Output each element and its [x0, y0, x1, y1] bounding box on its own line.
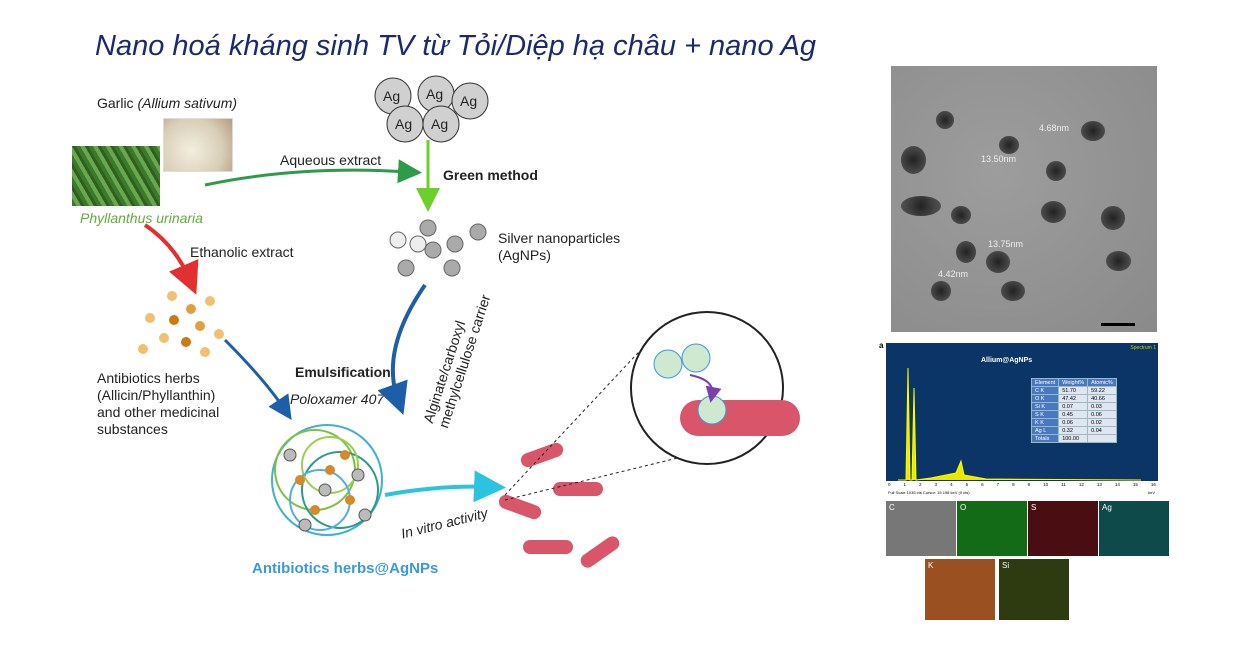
x-tick: 6	[981, 482, 984, 487]
phyllanthus-label: Phyllanthus urinaria	[80, 210, 203, 226]
tem-size-label: 4.42nm	[938, 269, 969, 279]
cell: Totals	[1030, 434, 1060, 443]
svg-text:Ag: Ag	[431, 116, 448, 132]
carrier-arrow	[377, 283, 427, 416]
garlic-image	[163, 118, 233, 172]
magnified-bacterium	[680, 400, 800, 436]
map-label: C	[889, 503, 895, 512]
x-tick: 2	[919, 482, 922, 487]
magnified-view	[630, 311, 784, 465]
tem-size-label: 4.68nm	[1039, 123, 1070, 133]
eds-footer: Full Scale 1035 cts Cursor: 15.198 keV (…	[888, 490, 970, 495]
ag-ions	[374, 75, 489, 143]
x-tick: 12	[1078, 482, 1084, 487]
figure-title: Nano hoá kháng sinh TV từ Tỏi/Diệp hạ ch…	[95, 30, 817, 62]
herbs-line: and other medicinal	[97, 404, 220, 420]
ethanolic-extract-label: Ethanolic extract	[190, 244, 294, 260]
garlic-label: Garlic (Allium sativum)	[97, 95, 237, 111]
silver-np-abbr: (AgNPs)	[498, 247, 551, 263]
antibiotics-herbs-label: Antibiotics herbs(Allicin/Phyllanthin)an…	[97, 370, 219, 438]
x-tick: 8	[1012, 482, 1015, 487]
map-label: Ag	[1102, 503, 1112, 512]
x-tick: 5	[965, 482, 969, 487]
x-tick: 13	[1096, 482, 1102, 487]
eds-axis-bg	[886, 481, 1158, 498]
map-ag: Ag	[1099, 501, 1169, 556]
map-k: K	[925, 559, 995, 620]
phyllanthus-image	[72, 146, 160, 206]
aqueous-arrow	[204, 159, 422, 187]
svg-text:Ag: Ag	[395, 116, 412, 132]
attack-arrow	[689, 374, 722, 403]
x-tick: 1	[903, 482, 907, 487]
ethanolic-arrow	[143, 223, 199, 295]
svg-text:Ag: Ag	[460, 93, 477, 109]
x-tick: 11	[1061, 482, 1066, 487]
map-label: S	[1031, 503, 1037, 512]
x-tick: 3	[934, 482, 938, 487]
herbs-line: substances	[97, 421, 168, 437]
cell: 100.00	[1058, 434, 1089, 443]
in-vitro-arrow	[384, 470, 506, 503]
aqueous-extract-label: Aqueous extract	[280, 152, 382, 168]
svg-text:Ag: Ag	[426, 86, 443, 102]
map-label: O	[960, 503, 967, 512]
map-o: O	[957, 501, 1027, 556]
x-tick: 14	[1114, 482, 1120, 487]
np-particle	[681, 343, 711, 373]
silver-nanoparticles	[389, 219, 487, 277]
garlic-latin: (Allium sativum)	[137, 95, 238, 111]
np-particle	[653, 349, 683, 379]
x-tick: 15	[1132, 482, 1138, 487]
tem-image: 4.68nm 13.50nm 13.75nm 4.42nm	[891, 66, 1157, 332]
herbs-line: (Allicin/Phyllanthin)	[97, 387, 216, 403]
nanocomposite	[271, 424, 383, 536]
herb-molecules	[138, 291, 224, 357]
eds-unit: keV	[1148, 490, 1155, 495]
eds-peaks	[886, 367, 1158, 498]
map-label: K	[928, 561, 934, 570]
eds-spectrum-label: Spectrum 1	[1130, 345, 1156, 351]
x-tick: 16	[1150, 482, 1156, 487]
x-tick: 7	[996, 482, 1000, 487]
spectrum-line	[898, 367, 1142, 481]
green-method-label: Green method	[443, 167, 538, 183]
zoom-line	[504, 339, 651, 496]
scale-bar	[1101, 323, 1135, 326]
panel-letter: a	[879, 341, 884, 350]
map-s: S	[1028, 501, 1098, 556]
np-particle	[697, 395, 727, 425]
svg-text:Ag: Ag	[383, 88, 400, 104]
garlic-name: Garlic	[97, 95, 134, 111]
x-tick: 9	[1027, 482, 1031, 487]
herbs-line: Antibiotics herbs	[97, 370, 200, 386]
x-tick: 10	[1043, 482, 1049, 487]
tem-size-label: 13.75nm	[988, 239, 1024, 249]
tem-size-label: 13.50nm	[981, 154, 1017, 164]
product-label: Antibiotics herbs@AgNPs	[252, 560, 439, 577]
map-c: C	[886, 501, 956, 556]
silver-np-name: Silver nanoparticles	[498, 230, 621, 246]
cell	[1087, 434, 1117, 443]
eds-sample: Allium@AgNPs	[981, 357, 1033, 364]
map-si: Si	[999, 559, 1069, 620]
herbs-arrow	[223, 338, 292, 420]
map-label: Si	[1002, 561, 1010, 570]
x-tick: 0	[888, 482, 891, 487]
emulsification-label: Emulsification	[295, 364, 391, 380]
bacteria	[498, 442, 620, 568]
poloxamer-label: Poloxamer 407	[290, 391, 385, 407]
x-tick: 4	[950, 482, 953, 487]
silver-np-label: Silver nanoparticles(AgNPs)	[498, 230, 620, 264]
zoom-line	[504, 454, 691, 501]
